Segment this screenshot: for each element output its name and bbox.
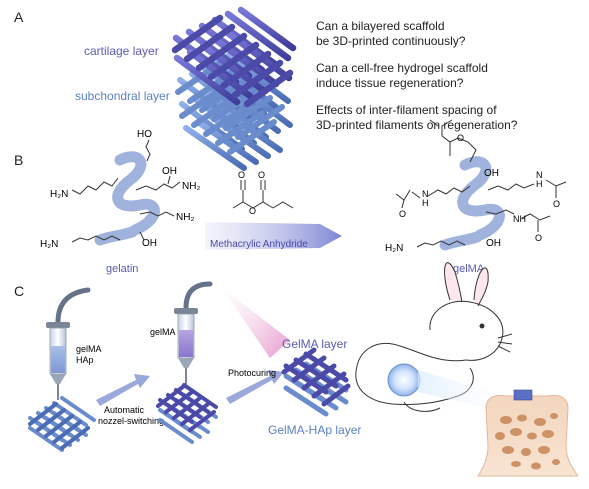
gelatin-h2n-group-1: H₂N [50,189,68,200]
scaffold-final [281,347,351,417]
syringe2-label: gelMA [150,327,176,337]
bone-cross-section [477,389,579,477]
reaction-arrow [205,222,342,250]
syringe1-label-line1: gelMA [76,344,102,354]
question-3-line-2: 3D-printed filaments on regeneration? [316,118,518,132]
gelma-o-right-1: O [553,199,560,209]
anhydride-o-1: O [238,170,245,180]
gelma-oh-group-2: OH [486,238,501,249]
syringe1-label-line2: HAp [76,355,94,365]
anhydride-o-bridge: O [249,206,256,216]
question-1-line-1: Can a bilayered scaffold [316,19,445,33]
subchondral-layer-label: subchondral layer [75,89,170,103]
cartilage-layer-label: cartilage layer [84,44,159,58]
scaffold-printed-bilayer [156,383,218,444]
question-2-line-2: induce tissue regeneration? [316,76,464,90]
gelma-o-right-2: O [535,233,542,243]
gelma-layer-label: GelMA layer [282,337,347,351]
question-3-line-1: Effects of inter-filament spacing of [316,103,497,117]
gelatin-nh2-group-1: NH₂ [182,181,200,192]
gelma-nh-right-2: NH [513,214,526,224]
photocuring-arrow [226,370,284,404]
gelma-nh-left: H [422,198,429,208]
gelma-oh-group: OH [484,168,499,179]
gelma-hap-layer-label: GelMA-HAp layer [268,423,361,437]
gelatin-ho-group: HO [137,129,152,140]
gelatin-molecule: HO OH NH₂ H₂N NH₂ H₂N OH [40,129,200,250]
question-2-line-1: Can a cell-free hydrogel scaffold [316,61,488,75]
gelma-o-ester: O [457,133,464,143]
panel-c-letter: C [14,283,24,299]
switching-arrow [96,374,150,406]
anhydride-o-2: O [258,170,265,180]
methacrylic-anhydride-structure [232,180,294,209]
gelatin-label: gelatin [106,263,138,275]
implant-site [387,363,421,397]
gelatin-nh2-group-2: NH₂ [176,212,194,223]
scaffold-bottom-layer [28,396,96,452]
question-1-line-2: be 3D-printed continuously? [316,34,466,48]
gelma-h2n-group: H₂N [385,243,403,254]
gelma-o-left: O [399,209,406,219]
gelma-label: gelMA [453,263,485,275]
gelma-n-right-1: N [536,170,543,180]
step1-line1: Automatic [104,405,145,415]
gelatin-h2n-group-2: H₂N [40,239,58,250]
bilayer-scaffold-large [171,6,297,171]
gelma-molecule: OH OH O H N O N H O NH O H₂N [385,119,567,254]
panel-a-letter: A [14,9,24,25]
research-questions: Can a bilayered scaffold be 3D-printed c… [316,19,518,132]
reagent-label: Methacrylic Anhydride [210,239,308,250]
gelma-n-left: N [422,189,429,199]
photocuring-light [222,288,290,358]
step2-label: Photocuring [228,368,276,378]
step1-line2: nozzel-switching [98,416,164,426]
syringe-gelma [174,281,213,384]
gelatin-oh-group: OH [162,166,177,177]
gelatin-oh-group-2: OH [142,238,157,249]
panel-b-letter: B [14,152,23,168]
syringe-gelma-hap [46,287,91,400]
gelma-h-right-1: H [536,179,543,189]
